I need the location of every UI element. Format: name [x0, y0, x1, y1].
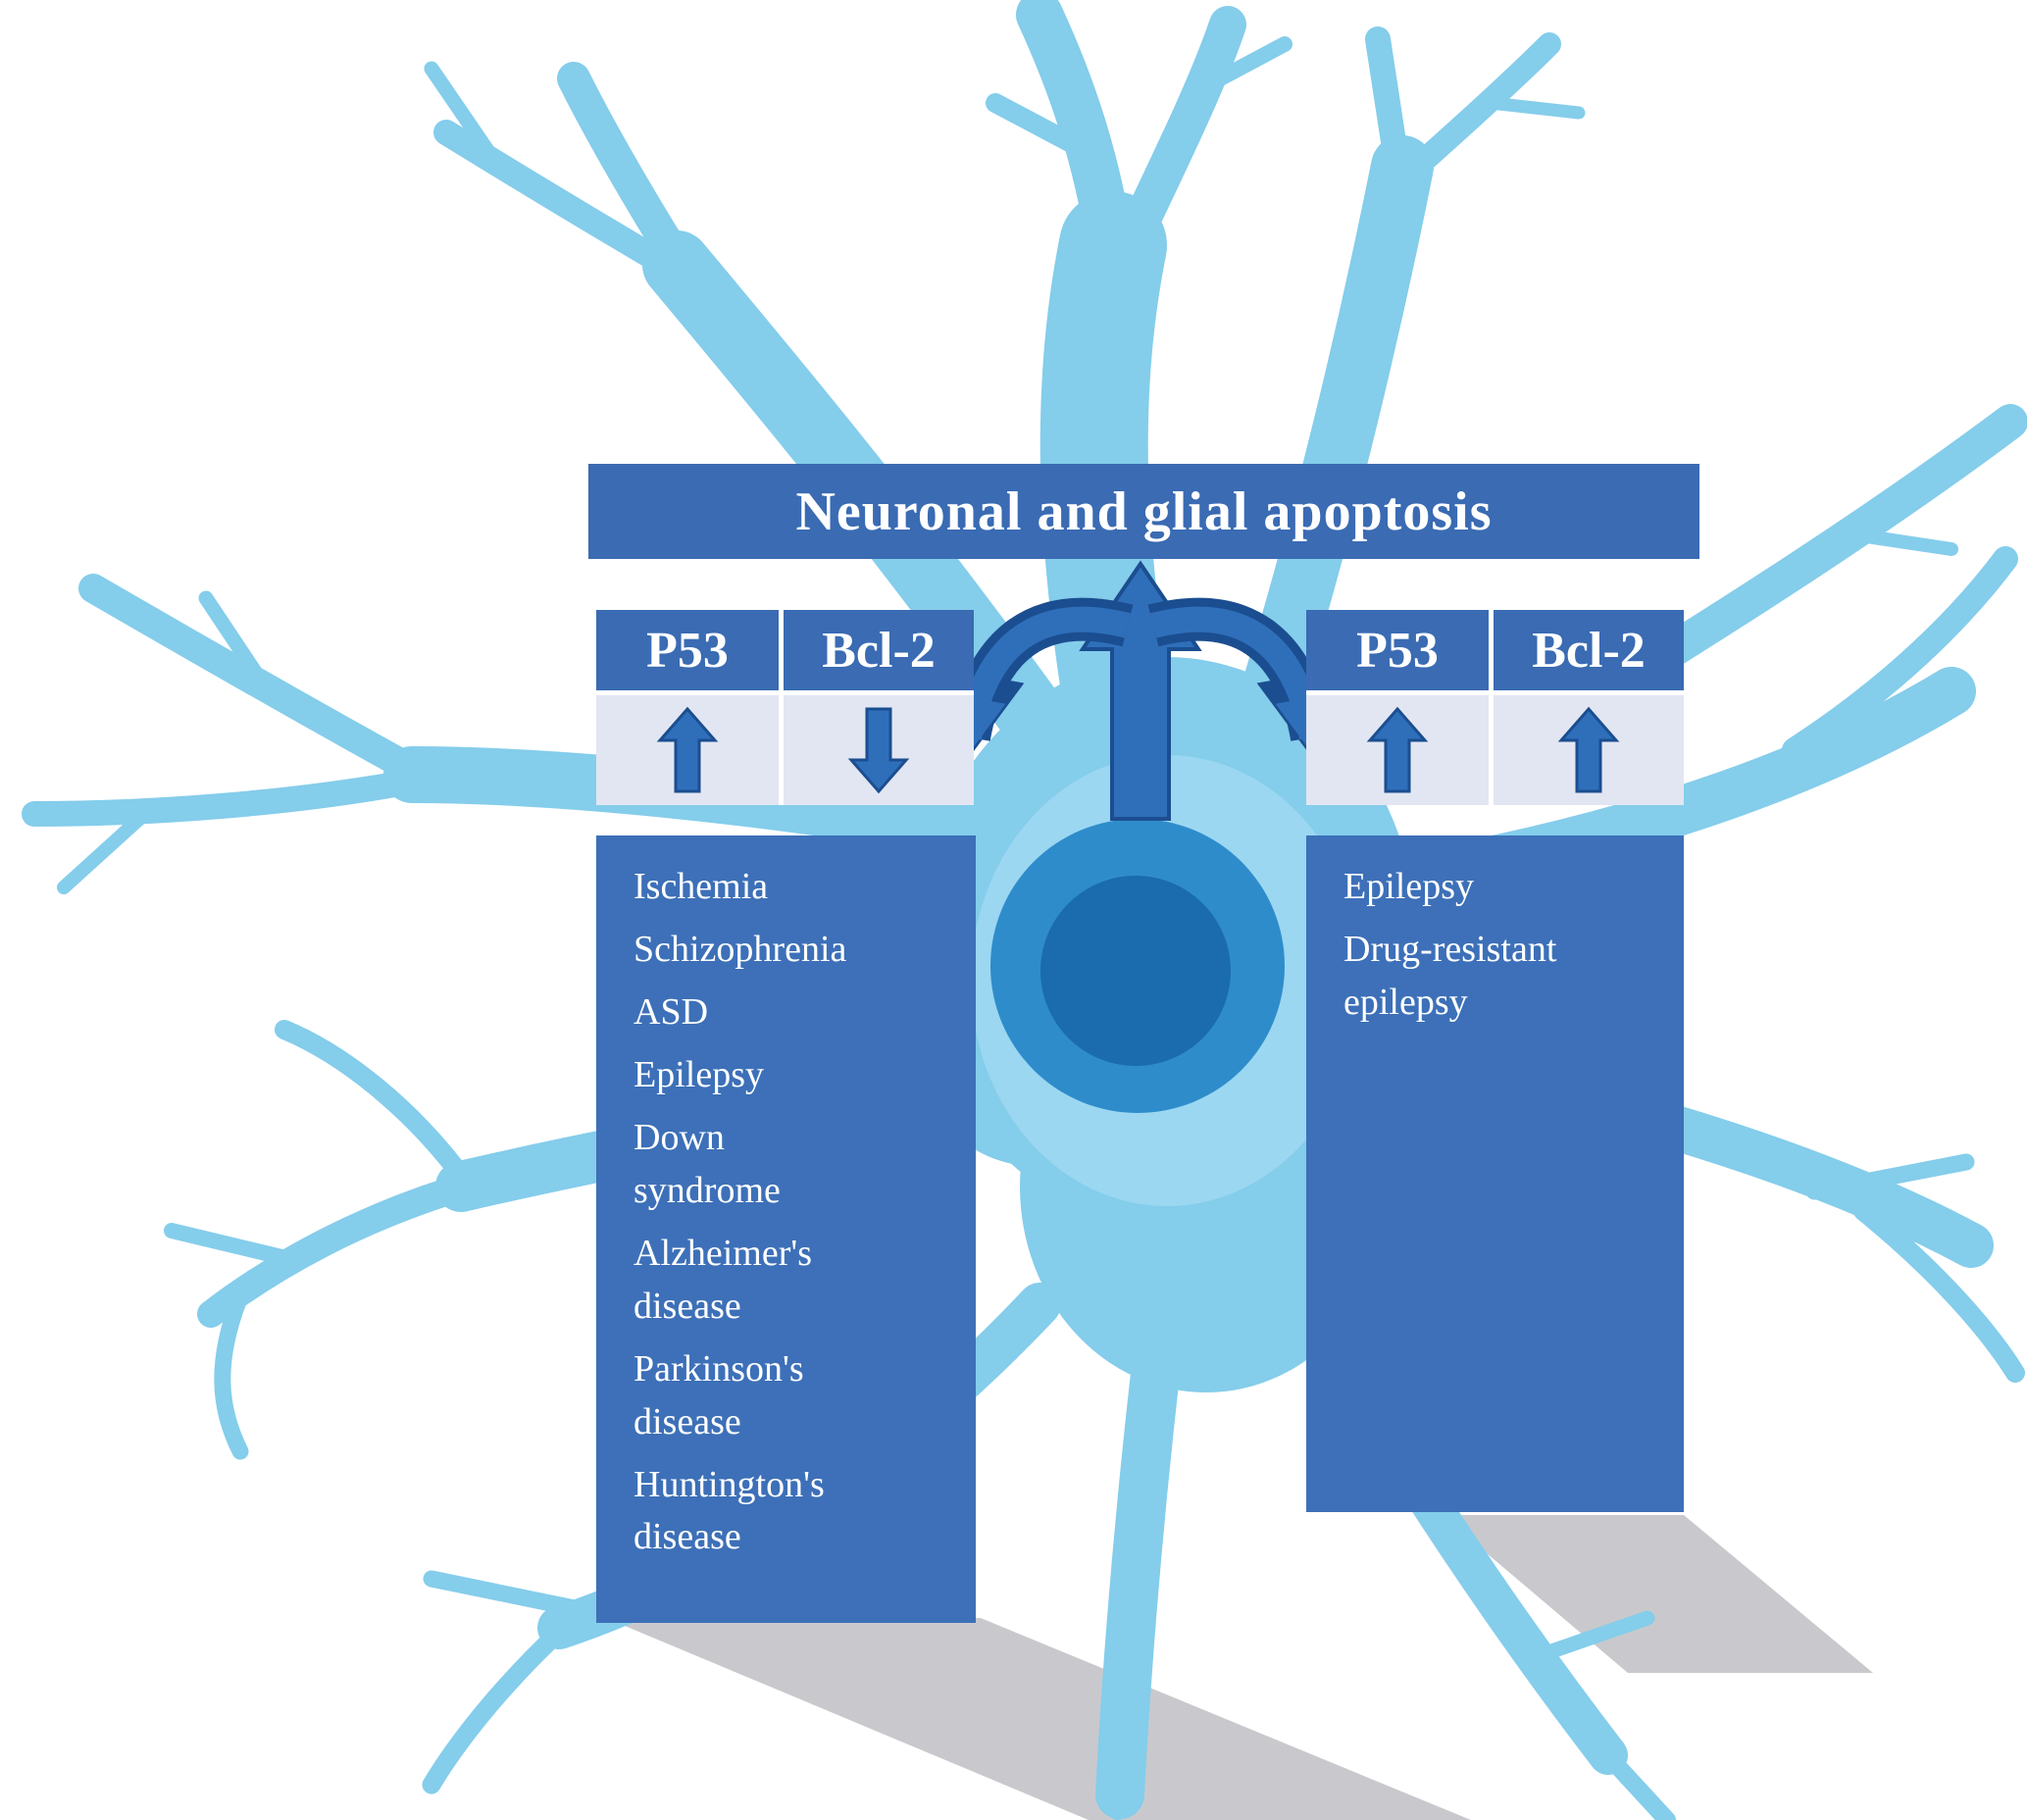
figure-title: Neuronal and glial apoptosis	[795, 480, 1493, 542]
center-right-arrow-icon	[1147, 597, 1346, 765]
marker-label: P53	[646, 622, 729, 679]
center-arrows	[935, 560, 1346, 821]
disease-item: Down syndrome	[633, 1116, 781, 1211]
block-arrow-icon	[1366, 706, 1429, 793]
disease-item: Parkinson's disease	[633, 1347, 804, 1442]
marker-trend-p53-left	[596, 695, 779, 805]
marker-trend-p53-right	[1306, 695, 1489, 805]
block-arrow-icon	[1557, 706, 1620, 793]
marker-bcl2-left: Bcl-2	[784, 610, 974, 690]
marker-label: Bcl-2	[822, 622, 936, 679]
marker-p53-left: P53	[596, 610, 779, 690]
block-arrow-icon	[656, 706, 719, 793]
disease-item: Epilepsy	[633, 1053, 764, 1095]
disease-item: Drug-resistant epilepsy	[1343, 928, 1557, 1023]
disease-item: Schizophrenia	[633, 928, 847, 970]
title-banner: Neuronal and glial apoptosis	[588, 464, 1699, 559]
left-marker-block: P53 Bcl-2	[596, 610, 974, 805]
marker-label: P53	[1356, 622, 1439, 679]
right-marker-block: P53 Bcl-2	[1306, 610, 1684, 805]
disease-item: Epilepsy	[1343, 866, 1474, 907]
marker-bcl2-right: Bcl-2	[1494, 610, 1684, 690]
disease-item: Huntington's disease	[633, 1463, 825, 1558]
disease-item: Ischemia	[633, 866, 769, 907]
shadow	[606, 1515, 1873, 1820]
center-left-arrow-icon	[935, 597, 1134, 765]
marker-p53-right: P53	[1306, 610, 1489, 690]
right-disease-list: Epilepsy Drug-resistant epilepsy	[1306, 835, 1684, 1512]
disease-item: Alzheimer's disease	[633, 1232, 813, 1327]
marker-label: Bcl-2	[1532, 622, 1646, 679]
marker-trend-bcl2-left	[784, 695, 974, 805]
left-disease-list: Ischemia Schizophrenia ASD Epilepsy Down…	[596, 835, 976, 1623]
disease-item: ASD	[633, 990, 709, 1033]
block-arrow-icon	[847, 707, 910, 794]
nucleus	[990, 819, 1285, 1113]
marker-trend-bcl2-right	[1494, 695, 1684, 805]
